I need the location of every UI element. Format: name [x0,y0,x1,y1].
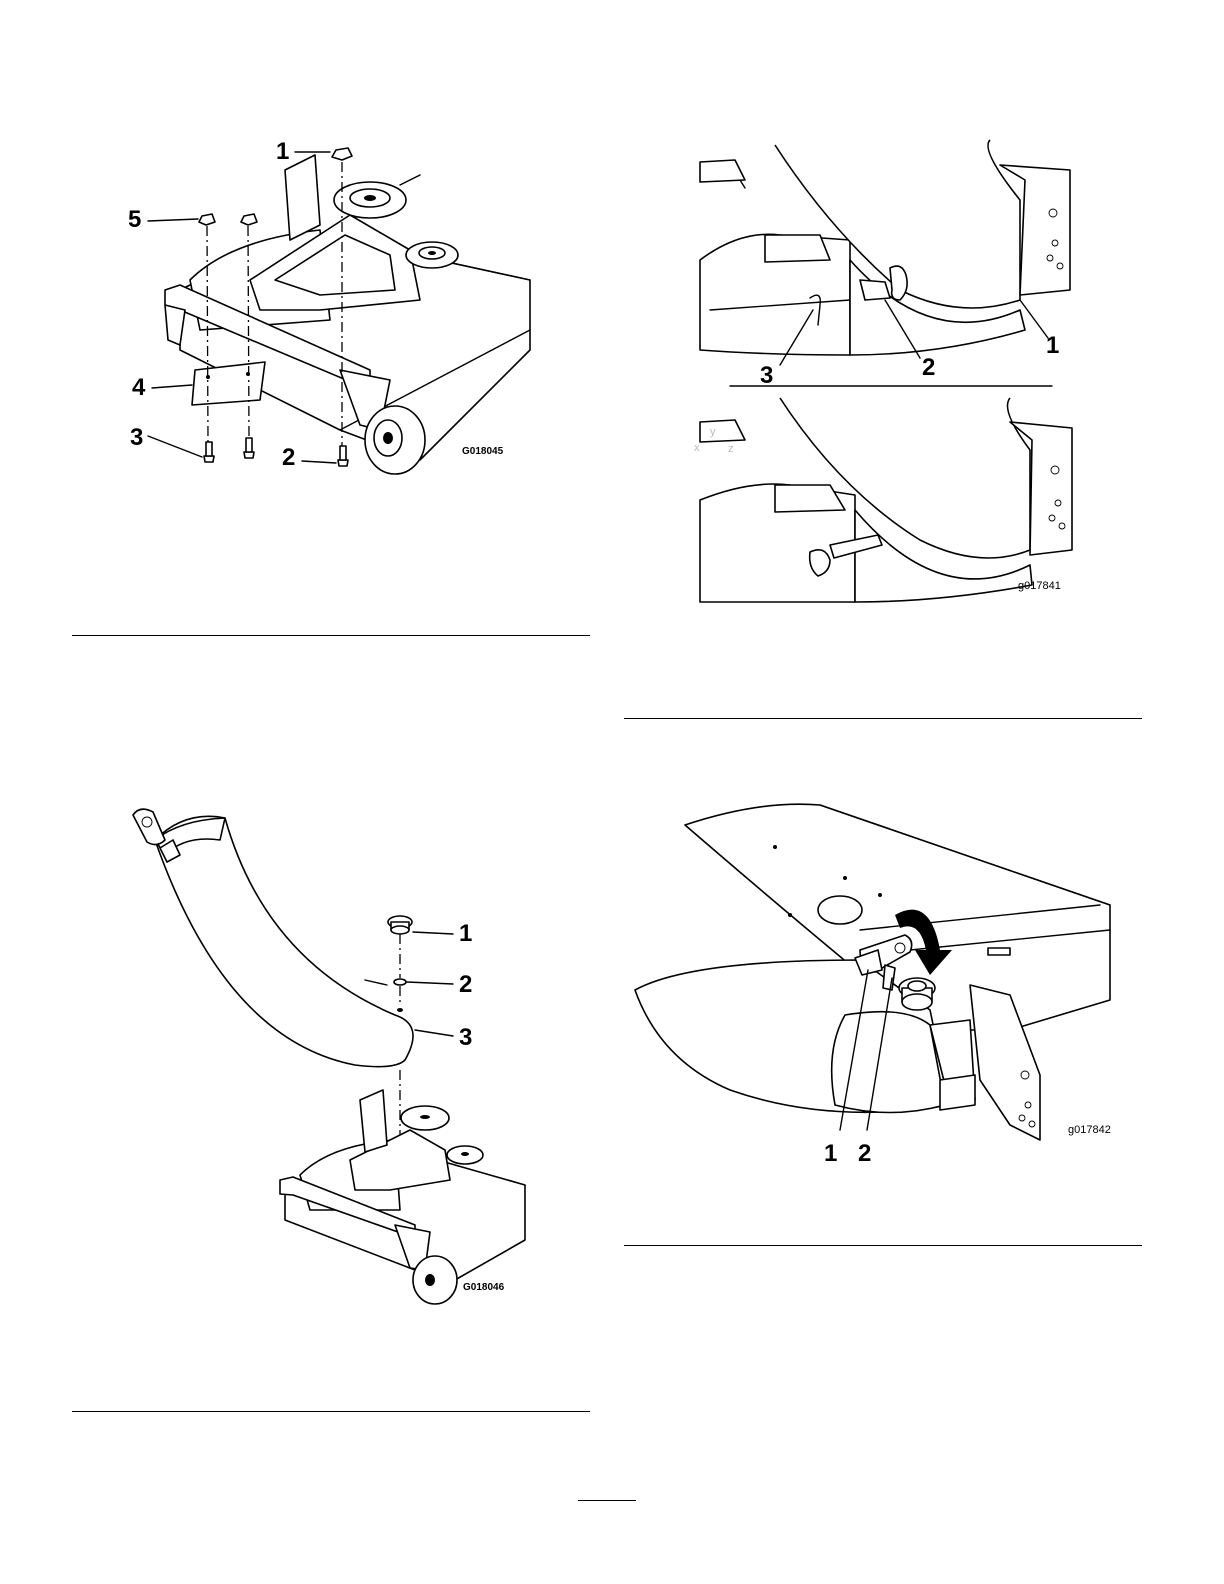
figure-divider [624,718,1142,719]
callout-1: 1 [1046,334,1059,358]
figure-id: g017841 [1018,580,1061,592]
callout-3: 3 [459,1026,472,1050]
figure-divider [72,1411,590,1412]
figure-divider [72,635,590,636]
axis-letter-y: y [710,426,716,438]
callout-2: 2 [282,446,295,470]
callout-1: 1 [824,1142,837,1166]
figure-divider [624,1245,1142,1246]
callout-3: 3 [130,426,143,450]
figure-id: G018045 [462,446,503,457]
callout-1: 1 [276,140,289,164]
figure-latch-open-close: 1 2 3 g017841 x y z [680,140,1080,610]
page-number-rule [578,1500,636,1501]
axis-letter-z: z [728,443,734,455]
callout-4: 4 [132,376,145,400]
callout-3: 3 [760,364,773,388]
figure-chute-lock: 1 2 g017842 [630,800,1120,1170]
figure-id: g017842 [1068,1124,1111,1136]
callout-2: 2 [459,973,472,997]
figure-deflector-mounting: 1 5 4 3 2 G018045 [120,130,540,490]
callout-2: 2 [858,1142,871,1166]
figure-id: G018046 [463,1282,504,1293]
figure-deflector-mounting-illustration [120,130,540,490]
callout-5: 5 [128,208,141,232]
figure-chute-lock-illustration [630,800,1120,1170]
axis-letter-x: x [694,442,700,454]
figure-latch-open-close-illustration [680,140,1080,610]
figure-chute-install: 1 2 3 G018046 [125,800,525,1300]
callout-2: 2 [922,356,935,380]
callout-1: 1 [459,922,472,946]
